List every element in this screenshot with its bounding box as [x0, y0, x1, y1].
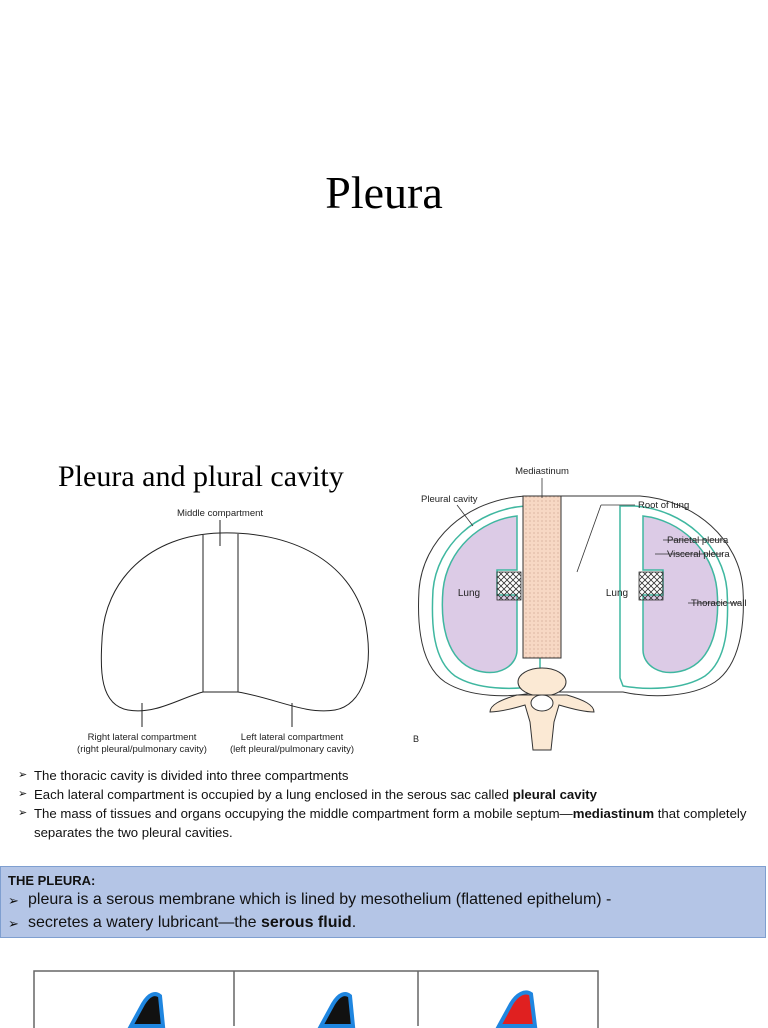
label-parietal-pleura: Parietal pleura [667, 535, 729, 546]
label-right-compartment-sub: (right pleural/pulmonary cavity) [77, 744, 207, 755]
pleura-box-line: ➢ pleura is a serous membrane which is l… [8, 891, 611, 909]
pleural-cavity-pointer [456, 504, 474, 527]
lung-shape-blue [127, 992, 166, 1028]
bullet-marker: ➢ [18, 769, 28, 781]
label-visceral-pleura: Visceral pleura [667, 549, 730, 560]
label-lung-left: Lung [458, 588, 480, 599]
pleura-figure-strip [33, 970, 599, 1028]
pleura-definition-box: THE PLEURA: ➢ pleura is a serous membran… [0, 866, 766, 938]
pleura-box-text: pleura is a serous membrane which is lin… [28, 891, 612, 908]
label-left-compartment-sub: (left pleural/pulmonary cavity) [230, 744, 354, 755]
compartments-bullet-list: ➢ The thoracic cavity is divided into th… [18, 766, 763, 842]
pleura-box-emphasis: serous fluid [261, 914, 352, 931]
pleura-box-text: secretes a watery lubricant—the serous f… [28, 914, 356, 932]
compartments-diagram: Middle compartment Right lateral compart… [77, 508, 369, 755]
label-right-compartment: Right lateral compartment [88, 732, 197, 743]
right-lung-root [638, 571, 664, 601]
parietal-pleura-line-right [619, 505, 729, 689]
label-middle-compartment: Middle compartment [177, 508, 263, 519]
parietal-pleura-line [431, 505, 541, 689]
bullet-text-part: The mass of tissues and organs occupying… [34, 806, 573, 821]
thoracic-outline [100, 532, 369, 712]
label-left-compartment: Left lateral compartment [241, 732, 344, 743]
pleura-box-heading: THE PLEURA: [8, 873, 96, 888]
bullet-emphasis: mediastinum [572, 806, 655, 821]
mediastinum [522, 495, 562, 659]
bullet-text: The mass of tissues and organs occupying… [34, 804, 763, 842]
vertebral-body [517, 667, 567, 697]
slide-title: Pleura [325, 167, 443, 218]
section-title: Pleura and plural cavity [58, 460, 344, 493]
bullet-marker: ➢ [18, 788, 28, 800]
bullet-emphasis: pleural cavity [512, 787, 597, 802]
bullet-text-part: that completely separates the two pleura… [34, 806, 747, 840]
right-lung [642, 515, 719, 674]
bullet-marker: ➢ [18, 807, 28, 819]
bullet-item: ➢ The mass of tissues and organs occupyi… [18, 804, 763, 842]
bullet-text: Each lateral compartment is occupied by … [34, 785, 763, 804]
lung-shape-red [495, 990, 538, 1028]
left-lung [441, 515, 518, 674]
bullet-item: ➢ The thoracic cavity is divided into th… [18, 766, 763, 785]
label-pleural-cavity: Pleural cavity [421, 494, 478, 505]
label-mediastinum: Mediastinum [515, 466, 569, 477]
bullet-text: The thoracic cavity is divided into thre… [34, 768, 349, 783]
pleura-box-text-part: . [351, 914, 357, 931]
lung-shape-blue [317, 992, 356, 1028]
bullet-text-part: Each lateral compartment is occupied by … [34, 787, 513, 802]
bullet-marker: ➢ [8, 893, 19, 908]
label-lung-right: Lung [606, 588, 628, 599]
vertebral-arch [489, 694, 595, 751]
left-lung-root [496, 571, 522, 601]
pleura-cross-section-diagram: Mediastinum Pleural cavity Root of lung … [413, 466, 746, 751]
pleura-box-line: ➢ secretes a watery lubricant—the serous… [8, 914, 356, 932]
figure-letter-b: B [413, 734, 419, 744]
vertebral-canal [530, 694, 554, 712]
pleura-box-text-part: secretes a watery lubricant—the [28, 914, 261, 931]
label-root-of-lung: Root of lung [638, 500, 689, 511]
root-pointer-diag [576, 504, 602, 573]
bullet-marker: ➢ [8, 916, 19, 931]
bullet-item: ➢ Each lateral compartment is occupied b… [18, 785, 763, 804]
label-thoracic-wall: Thoracic wall [691, 598, 746, 609]
